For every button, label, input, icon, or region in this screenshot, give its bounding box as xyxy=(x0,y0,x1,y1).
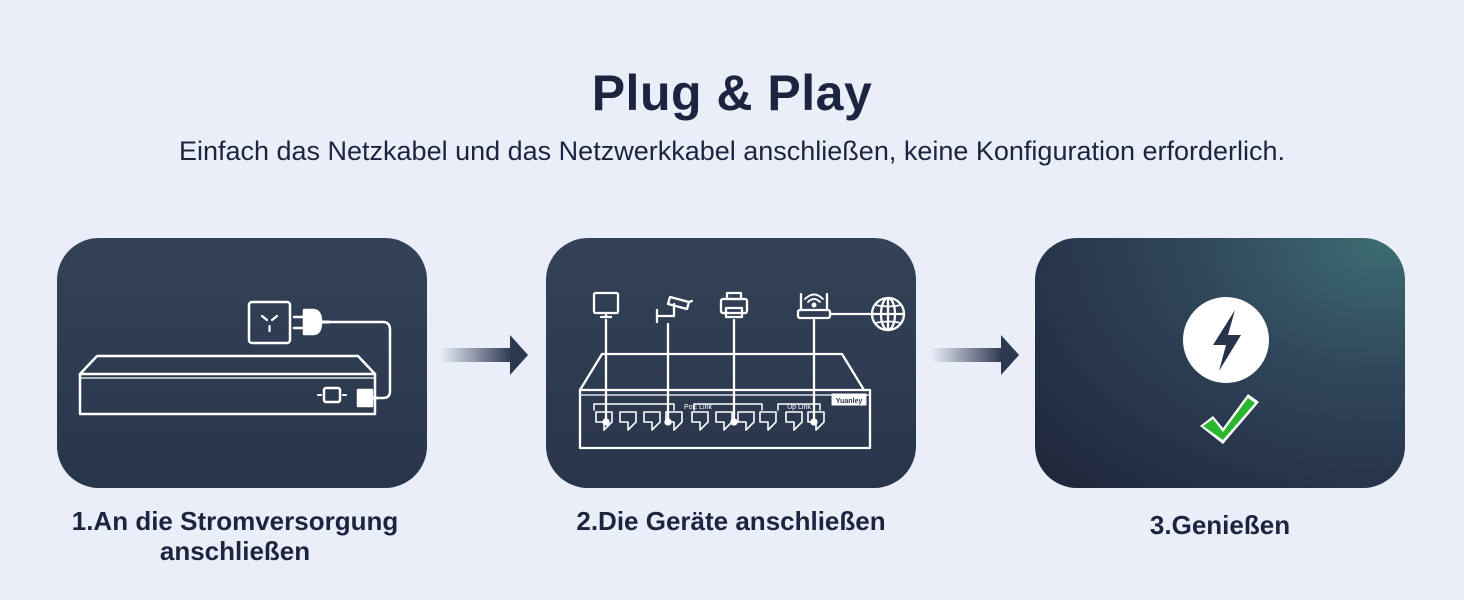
arrow-right-icon xyxy=(931,333,1021,382)
power-outlet-icon xyxy=(247,300,292,345)
checkmark-icon xyxy=(1200,394,1259,444)
step-3-caption: 3.Genießen xyxy=(1149,510,1291,540)
power-plug-icon xyxy=(292,308,331,336)
step-2-caption: 2.Die Geräte anschließen xyxy=(576,506,886,536)
uplink-label: Up Link xyxy=(787,404,811,411)
security-camera-icon xyxy=(655,295,694,324)
network-switch-icon xyxy=(78,354,379,416)
step-1-caption: 1.An die Stromversorgung anschließen xyxy=(71,506,399,566)
printer-icon xyxy=(719,291,749,319)
page-subtitle: Einfach das Netzkabel und das Netzwerkka… xyxy=(178,136,1286,166)
step-2-card: PoE Link Up Link Yuanley xyxy=(546,238,916,488)
arrow-right-icon xyxy=(440,333,530,382)
wifi-router-icon xyxy=(796,292,832,320)
power-cable xyxy=(327,320,392,400)
monitor-icon xyxy=(592,291,620,319)
lightning-bolt-icon xyxy=(1183,297,1269,383)
internet-globe-icon xyxy=(870,296,906,332)
step-3-card xyxy=(1035,238,1405,488)
step-1-card xyxy=(57,238,427,488)
page-title: Plug & Play xyxy=(591,65,873,121)
network-switch-icon xyxy=(578,352,872,450)
brand-label: Yuanley xyxy=(836,398,863,405)
poe-link-label: PoE Link xyxy=(684,404,713,411)
